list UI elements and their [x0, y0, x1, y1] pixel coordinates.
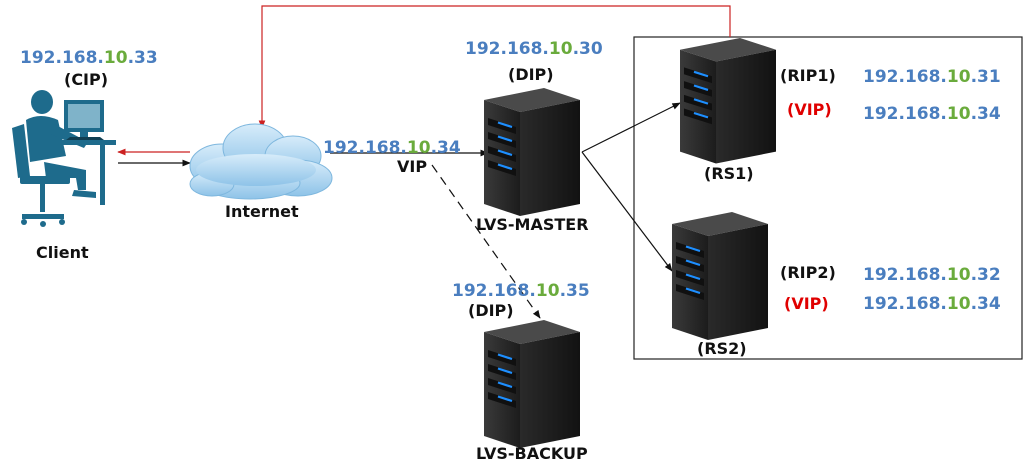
server-tower-icon	[670, 210, 770, 342]
rs1-label: (RS1)	[704, 164, 754, 183]
vip-ip: 192.168.10.34	[323, 138, 461, 158]
server-tower-icon	[678, 36, 778, 165]
client-ip-tag: (CIP)	[64, 70, 109, 89]
rs2-label: (RS2)	[697, 339, 747, 358]
master-to-rs1-arrow	[581, 102, 681, 153]
rs1-rip: 192.168.10.31	[863, 67, 1001, 87]
internet-label: Internet	[225, 202, 299, 221]
rs2-server	[670, 210, 770, 342]
rs2-vip-tag: (VIP)	[784, 294, 829, 313]
vip-label: VIP	[397, 157, 428, 176]
lvs-backup-ip: 192.168.10.35	[452, 281, 590, 301]
lvs-backup-ip-tag: (DIP)	[468, 301, 514, 320]
rs2-vip: 192.168.10.34	[863, 294, 1001, 314]
cloud-icon	[189, 123, 333, 200]
lvs-master-ip: 192.168.10.30	[465, 39, 603, 59]
rs2-rip-tag: (RIP2)	[780, 263, 836, 282]
rs1-server	[678, 36, 778, 165]
client-label: Client	[36, 243, 89, 262]
lvs-master-label: LVS-MASTER	[476, 215, 589, 234]
rs1-vip-tag: (VIP)	[787, 100, 832, 119]
rs2-rip: 192.168.10.32	[863, 265, 1001, 285]
rs1-vip: 192.168.10.34	[863, 104, 1001, 124]
return-path-line	[258, 5, 731, 129]
master-to-rs2-arrow	[581, 151, 673, 272]
person-at-computer-icon	[12, 90, 116, 227]
lvs-master-server	[482, 86, 582, 218]
lvs-backup-label: LVS-BACKUP	[476, 444, 588, 463]
lvs-master-ip-tag: (DIP)	[508, 65, 554, 84]
server-tower-icon	[482, 318, 582, 450]
rs1-rip-tag: (RIP1)	[780, 66, 836, 85]
lvs-backup-server	[482, 318, 582, 450]
real-server-group-box	[633, 36, 1023, 360]
failover-to-backup-arrow	[431, 164, 541, 319]
server-tower-icon	[482, 86, 582, 218]
client-ip: 192.168.10.33	[20, 48, 158, 68]
